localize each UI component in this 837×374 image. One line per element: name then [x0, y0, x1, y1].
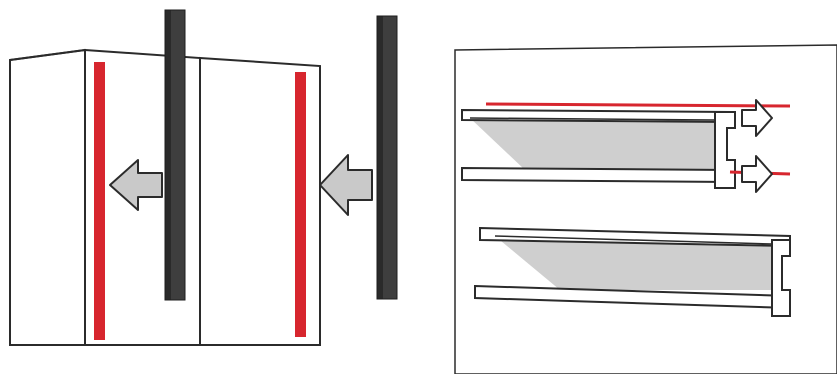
wall-panel — [454, 44, 837, 374]
red-strip-left — [94, 62, 105, 340]
rail-profile-icon-2 — [474, 226, 791, 317]
slide-out-arrow-icon-2 — [741, 155, 773, 193]
cabinet-top-edge — [9, 49, 86, 61]
red-insert-line-icon — [485, 102, 791, 108]
cabinet-front-right — [199, 56, 321, 346]
handle-profile-icon-2 — [376, 15, 398, 300]
slide-out-arrow-icon — [741, 99, 773, 137]
cabinet-illustration — [9, 9, 398, 346]
insert-arrow-icon — [109, 159, 163, 211]
cabinet-left-door — [9, 48, 86, 346]
rail-profile-icon — [461, 108, 736, 189]
insert-arrow-icon-2 — [319, 154, 373, 216]
red-strip-right — [295, 72, 306, 337]
rail-panel — [454, 44, 837, 374]
handle-profile-icon — [164, 9, 186, 301]
